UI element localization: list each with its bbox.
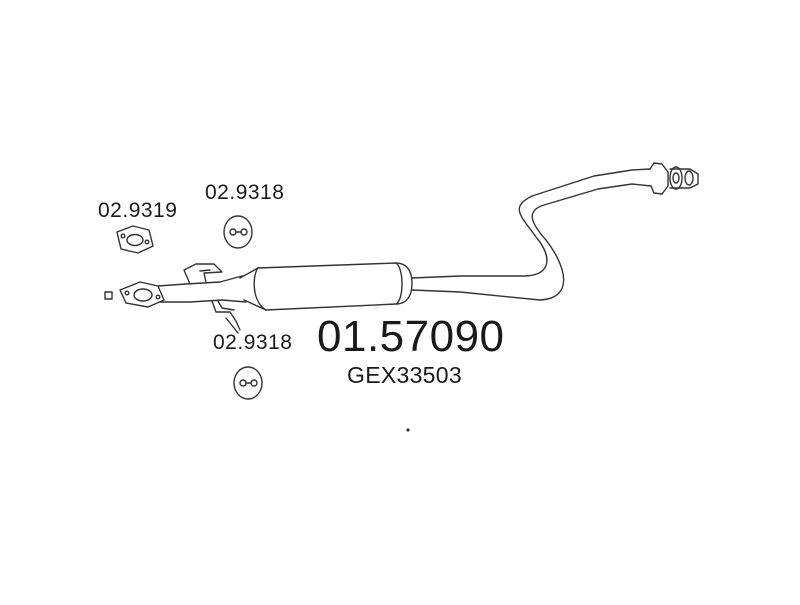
hanger-part-number-bottom: 02.9318 bbox=[213, 331, 293, 354]
main-part-number: 01.57090 bbox=[317, 312, 505, 361]
rear-pipe-drawing bbox=[412, 169, 651, 300]
oe-reference-number: GEX33503 bbox=[347, 362, 462, 388]
hanger-02-9318-bottom-drawing bbox=[234, 367, 262, 399]
hanger-leader-line bbox=[226, 318, 238, 333]
inlet-hanger-brackets bbox=[184, 264, 240, 330]
gasket-part-number: 02.9319 bbox=[98, 199, 178, 222]
marker-square bbox=[105, 292, 112, 299]
rear-connection-drawing bbox=[650, 163, 698, 194]
hanger-part-number-top: 02.9318 bbox=[205, 181, 285, 204]
stray-dot bbox=[406, 428, 410, 432]
hanger-02-9318-top-drawing bbox=[224, 216, 252, 248]
gasket-02-9319-drawing bbox=[117, 226, 153, 253]
inlet-pipe-drawing bbox=[158, 276, 246, 302]
front-flange-drawing bbox=[120, 282, 164, 307]
middle-silencer-drawing bbox=[240, 263, 412, 310]
